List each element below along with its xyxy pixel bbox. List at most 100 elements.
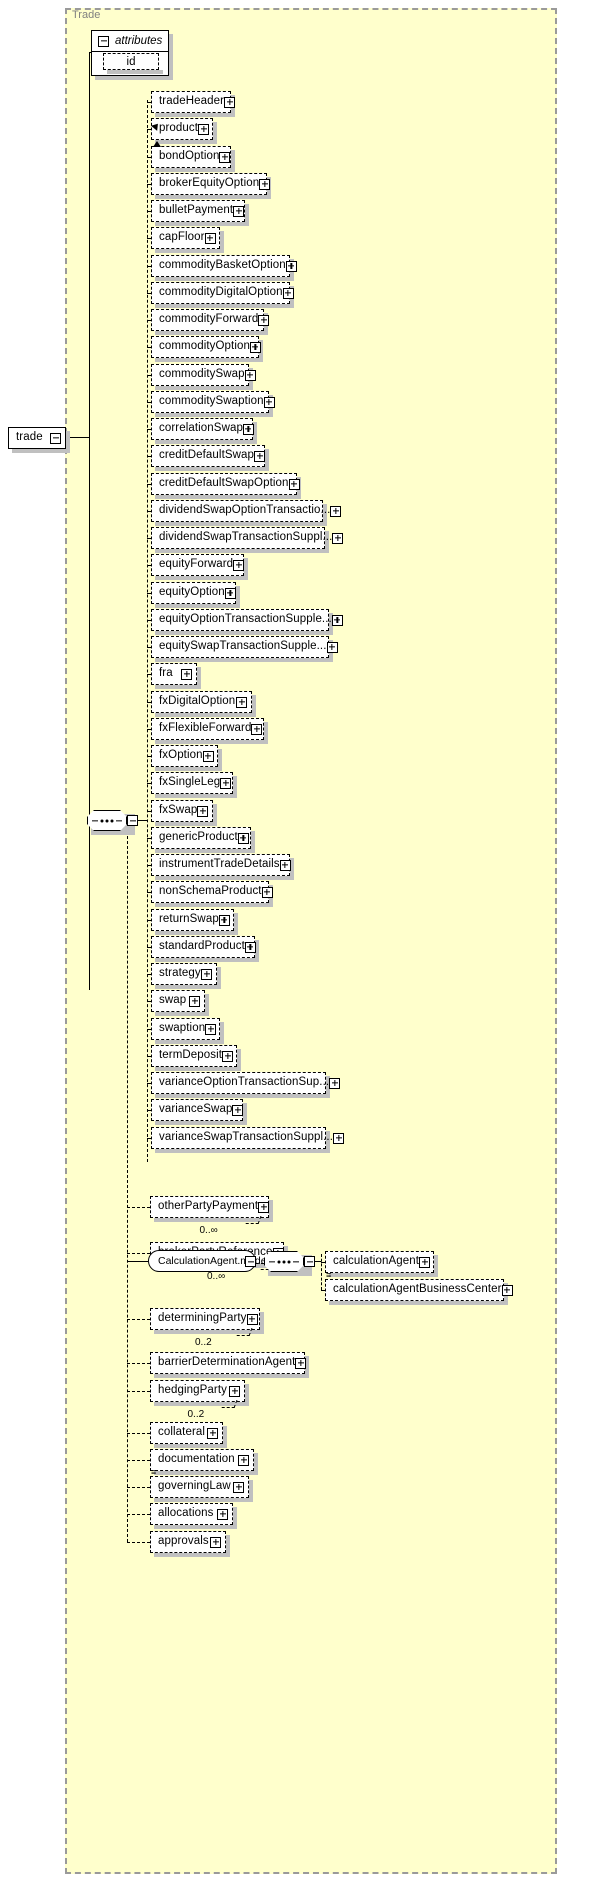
- element-node[interactable]: brokerEquityOption: [151, 173, 271, 195]
- plus-icon[interactable]: [232, 1104, 244, 1116]
- element-node[interactable]: varianceSwapTransactionSuppl...: [151, 1127, 344, 1149]
- element-node[interactable]: dividendSwapTransactionSuppl...: [151, 527, 344, 549]
- calc-sequence-compositor[interactable]: [264, 1251, 304, 1272]
- plus-icon[interactable]: [197, 805, 209, 817]
- plus-icon[interactable]: [258, 1201, 270, 1213]
- element-node[interactable]: bulletPayment: [151, 200, 245, 222]
- calculation-agent-model[interactable]: CalculationAgent.model: [148, 1250, 269, 1272]
- sequence-compositor[interactable]: [87, 810, 127, 831]
- element-node[interactable]: otherPartyPayment: [150, 1196, 270, 1218]
- element-node[interactable]: bondOption: [151, 146, 231, 168]
- plus-icon[interactable]: [205, 1023, 217, 1035]
- plus-icon[interactable]: [246, 1313, 258, 1325]
- plus-icon[interactable]: [295, 1357, 307, 1369]
- element-node[interactable]: swaption: [151, 1018, 220, 1040]
- plus-icon[interactable]: [201, 968, 212, 980]
- element-node[interactable]: swap: [151, 990, 205, 1012]
- plus-icon[interactable]: [189, 995, 200, 1007]
- plus-icon[interactable]: [181, 668, 192, 680]
- plus-icon[interactable]: [244, 941, 256, 953]
- minus-icon[interactable]: [304, 1256, 315, 1267]
- plus-icon[interactable]: [198, 123, 210, 135]
- element-node[interactable]: dividendSwapOptionTransactio...: [151, 500, 342, 522]
- plus-icon[interactable]: [236, 696, 247, 708]
- plus-icon[interactable]: [229, 1385, 240, 1397]
- plus-icon[interactable]: [251, 723, 263, 735]
- plus-icon[interactable]: [233, 1481, 244, 1493]
- plus-icon[interactable]: [332, 532, 344, 544]
- element-node[interactable]: commodityDigitalOption: [151, 282, 294, 304]
- element-node[interactable]: varianceOptionTransactionSup...: [151, 1072, 341, 1094]
- element-node[interactable]: equityForward: [151, 554, 245, 576]
- element-node[interactable]: creditDefaultSwapOption: [151, 473, 300, 495]
- plus-icon[interactable]: [254, 450, 266, 462]
- element-node[interactable]: correlationSwap: [151, 418, 254, 440]
- plus-icon[interactable]: [218, 914, 230, 926]
- element-node[interactable]: collateral: [150, 1422, 223, 1444]
- element-node[interactable]: barrierDeterminationAgent: [150, 1352, 307, 1374]
- plus-icon[interactable]: [233, 559, 245, 571]
- element-node[interactable]: nonSchemaProduct: [151, 881, 273, 903]
- element-node[interactable]: commodityOption: [151, 336, 261, 358]
- element-node[interactable]: standardProduct: [151, 936, 256, 958]
- element-node[interactable]: genericProduct: [151, 827, 251, 849]
- plus-icon[interactable]: [220, 777, 232, 789]
- element-node[interactable]: fxOption: [151, 745, 218, 767]
- plus-icon[interactable]: [285, 260, 297, 272]
- element-node[interactable]: fxDigitalOption: [151, 691, 252, 713]
- plus-icon[interactable]: [329, 1077, 341, 1089]
- plus-icon[interactable]: [263, 396, 275, 408]
- element-node[interactable]: fra: [151, 663, 197, 685]
- element-node[interactable]: equityOptionTransactionSupple...: [151, 609, 343, 631]
- plus-icon[interactable]: [249, 341, 261, 353]
- plus-icon[interactable]: [202, 750, 214, 762]
- element-node[interactable]: commoditySwaption: [151, 391, 275, 413]
- plus-icon[interactable]: [237, 832, 249, 844]
- element-node[interactable]: termDeposit: [151, 1045, 237, 1067]
- attribute-id[interactable]: id: [103, 53, 159, 70]
- element-node[interactable]: commoditySwap: [151, 364, 256, 386]
- plus-icon[interactable]: [288, 478, 300, 490]
- element-node[interactable]: fxFlexibleForward: [151, 718, 264, 740]
- element-node[interactable]: documentation: [150, 1449, 254, 1471]
- plus-icon[interactable]: [259, 178, 271, 190]
- element-node[interactable]: calculationAgentBusinessCenter: [325, 1279, 513, 1301]
- element-node[interactable]: capFloor: [151, 227, 220, 249]
- element-node[interactable]: equityOption: [151, 582, 236, 604]
- plus-icon[interactable]: [282, 287, 294, 299]
- element-node[interactable]: strategy: [151, 963, 217, 985]
- element-node[interactable]: product: [151, 118, 213, 140]
- attributes-header[interactable]: attributes: [92, 31, 168, 52]
- element-node[interactable]: tradeHeader: [151, 91, 236, 113]
- element-node[interactable]: instrumentTradeDetails: [151, 854, 291, 876]
- plus-icon[interactable]: [261, 886, 273, 898]
- element-node[interactable]: determiningParty: [150, 1308, 260, 1330]
- element-node[interactable]: commodityForward: [151, 309, 270, 331]
- plus-icon[interactable]: [333, 1132, 344, 1144]
- element-node[interactable]: creditDefaultSwap: [151, 445, 266, 467]
- plus-icon[interactable]: [419, 1256, 430, 1268]
- element-node[interactable]: calculationAgent: [325, 1251, 434, 1273]
- plus-icon[interactable]: [331, 614, 343, 626]
- plus-icon[interactable]: [326, 641, 338, 653]
- minus-icon[interactable]: [127, 815, 138, 826]
- plus-icon[interactable]: [233, 205, 245, 217]
- plus-icon[interactable]: [238, 1454, 249, 1466]
- minus-icon[interactable]: [98, 35, 109, 47]
- plus-icon[interactable]: [224, 587, 236, 599]
- element-node[interactable]: fxSingleLeg: [151, 772, 233, 794]
- plus-icon[interactable]: [330, 505, 342, 517]
- plus-icon[interactable]: [258, 314, 270, 326]
- plus-icon[interactable]: [279, 859, 291, 871]
- plus-icon[interactable]: [501, 1284, 513, 1296]
- plus-icon[interactable]: [204, 232, 216, 244]
- minus-icon[interactable]: [245, 1256, 256, 1267]
- element-node[interactable]: governingLaw: [150, 1476, 249, 1498]
- plus-icon[interactable]: [210, 1536, 221, 1548]
- plus-icon[interactable]: [219, 151, 231, 163]
- plus-icon[interactable]: [244, 369, 256, 381]
- element-node[interactable]: equitySwapTransactionSupple...: [151, 636, 338, 658]
- minus-icon[interactable]: [50, 432, 61, 444]
- root-node-trade[interactable]: trade: [8, 427, 66, 449]
- element-node[interactable]: allocations: [150, 1503, 233, 1525]
